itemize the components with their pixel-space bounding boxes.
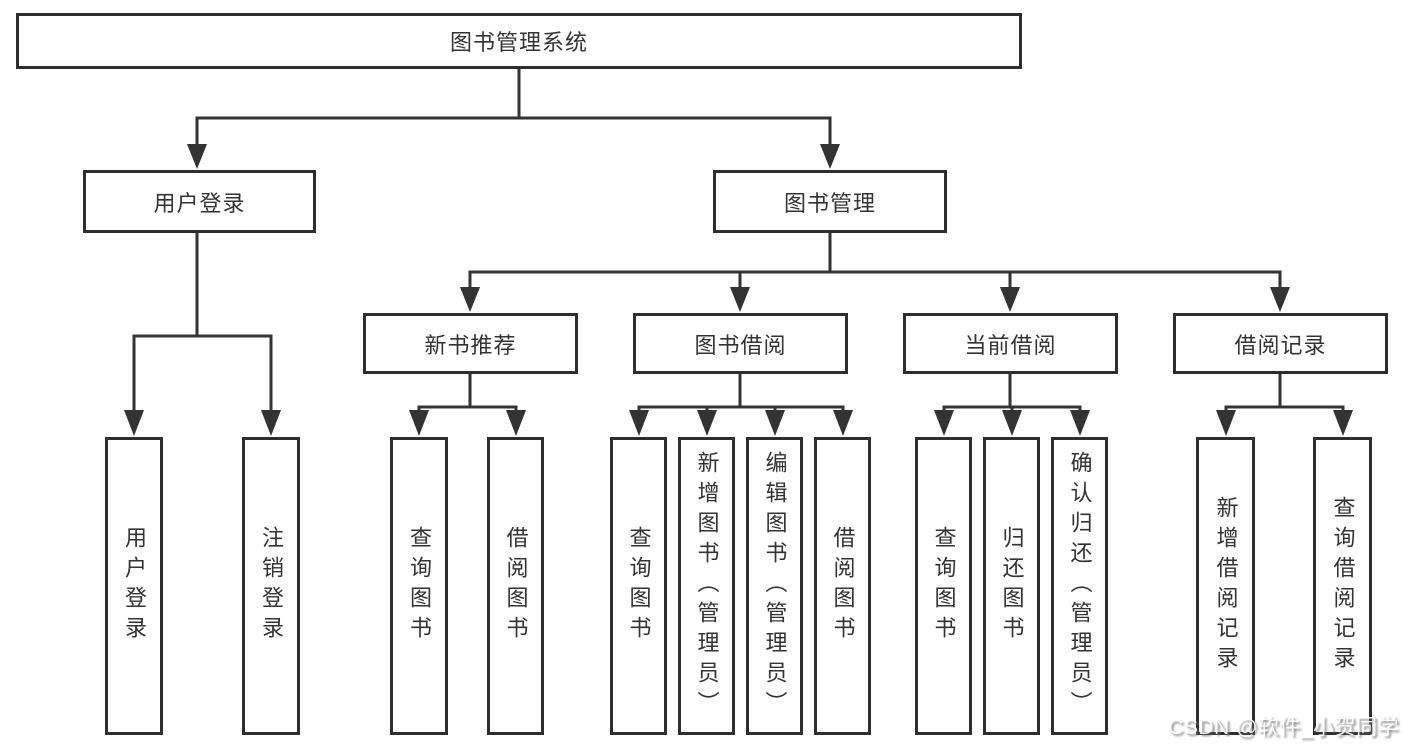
leaf-bb-borrow-book-label: 借阅图书 — [830, 526, 856, 646]
node-user-login-label: 用户登录 — [153, 190, 246, 216]
leaf-nbr-borrow-book: 借阅图书 — [487, 437, 544, 735]
leaf-logout: 注销登录 — [242, 437, 300, 735]
leaf-bb-query-book-label: 查询图书 — [626, 526, 652, 646]
leaf-cb-return-book: 归还图书 — [983, 437, 1040, 735]
node-current-borrow-label: 当前借阅 — [964, 332, 1057, 358]
leaf-cb-query-book: 查询图书 — [915, 437, 972, 735]
leaf-br-query-record: 查询借阅记录 — [1313, 437, 1372, 735]
node-book-management: 图书管理 — [713, 170, 947, 233]
node-borrow-record: 借阅记录 — [1173, 313, 1388, 374]
leaf-bb-add-book-admin-label: 新增图书（管理员） — [694, 451, 720, 721]
node-current-borrow: 当前借阅 — [903, 313, 1118, 374]
leaf-cb-query-book-label: 查询图书 — [931, 526, 957, 646]
leaf-bb-add-book-admin: 新增图书（管理员） — [678, 437, 735, 735]
leaf-nbr-query-book: 查询图书 — [390, 437, 448, 735]
leaf-bb-edit-book-admin: 编辑图书（管理员） — [746, 437, 803, 735]
leaf-cb-confirm-return-admin-label: 确认归还（管理员） — [1067, 451, 1093, 721]
leaf-nbr-borrow-book-label: 借阅图书 — [503, 526, 529, 646]
node-user-login: 用户登录 — [83, 170, 316, 233]
node-new-book-recommend-label: 新书推荐 — [424, 332, 517, 358]
node-book-borrow: 图书借阅 — [633, 313, 848, 374]
node-new-book-recommend: 新书推荐 — [363, 313, 578, 374]
leaf-bb-borrow-book: 借阅图书 — [814, 437, 871, 735]
node-library-system: 图书管理系统 — [16, 13, 1022, 69]
leaf-user-login: 用户登录 — [105, 437, 163, 735]
leaf-bb-query-book: 查询图书 — [610, 437, 667, 735]
leaf-logout-label: 注销登录 — [259, 526, 284, 646]
csdn-watermark: CSDN @软件_小贺同学 — [1168, 716, 1399, 739]
leaf-bb-edit-book-admin-label: 编辑图书（管理员） — [762, 451, 788, 721]
leaf-cb-confirm-return-admin: 确认归还（管理员） — [1051, 437, 1108, 735]
leaf-cb-return-book-label: 归还图书 — [999, 526, 1025, 646]
leaf-user-login-label: 用户登录 — [122, 526, 147, 646]
leaf-br-add-record-label: 新增借阅记录 — [1213, 496, 1239, 676]
node-library-system-label: 图书管理系统 — [449, 30, 588, 55]
leaf-nbr-query-book-label: 查询图书 — [407, 526, 432, 646]
node-book-borrow-label: 图书借阅 — [694, 332, 787, 358]
node-book-management-label: 图书管理 — [783, 190, 876, 216]
leaf-br-query-record-label: 查询借阅记录 — [1330, 496, 1356, 676]
leaf-br-add-record: 新增借阅记录 — [1196, 437, 1255, 735]
node-borrow-record-label: 借阅记录 — [1234, 332, 1327, 358]
